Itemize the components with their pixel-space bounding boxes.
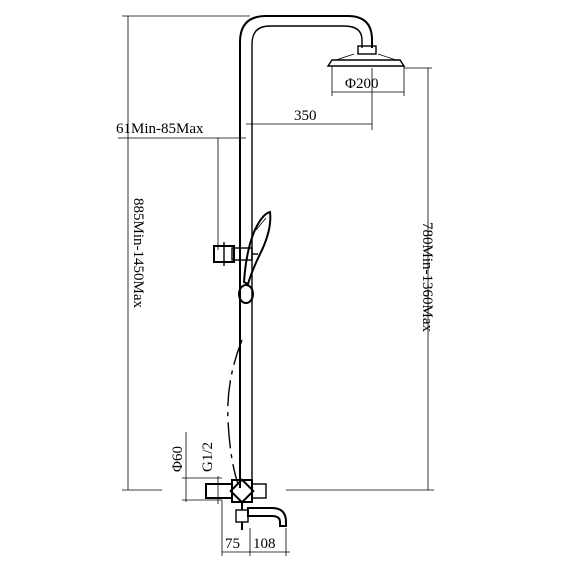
arm-length-dimension: 350 [246,68,373,130]
head-height-dimension: 780Min-1360Max [286,67,435,491]
total-height-dimension: 885Min-1450Max [122,15,250,491]
spout-length-label: 108 [253,536,276,552]
riser-pipe [239,15,373,488]
shower-head [326,45,406,67]
inlet-dimensions: Φ60 G1/2 [170,432,222,504]
mixer-valve [205,478,267,530]
thread-label: G1/2 [200,442,216,472]
hand-shower-holder [213,242,258,266]
adjust-range-label: 61Min-85Max [116,121,204,137]
adjust-range-dimension: 61Min-85Max [116,121,246,250]
head-diameter-dimension: Φ200 [331,66,405,96]
spout-offset-label: 75 [225,536,240,552]
spout-dimensions: 75 108 [221,500,290,556]
head-height-label: 780Min-1360Max [419,222,435,332]
hand-shower [242,210,272,286]
slider-ring [238,284,254,304]
head-diameter-label: Φ200 [345,76,378,92]
arm-length-label: 350 [294,108,317,124]
hose [227,339,243,485]
bath-spout [247,507,287,527]
total-height-label: 885Min-1450Max [130,198,146,308]
pipe-diameter-label: Φ60 [170,446,186,472]
